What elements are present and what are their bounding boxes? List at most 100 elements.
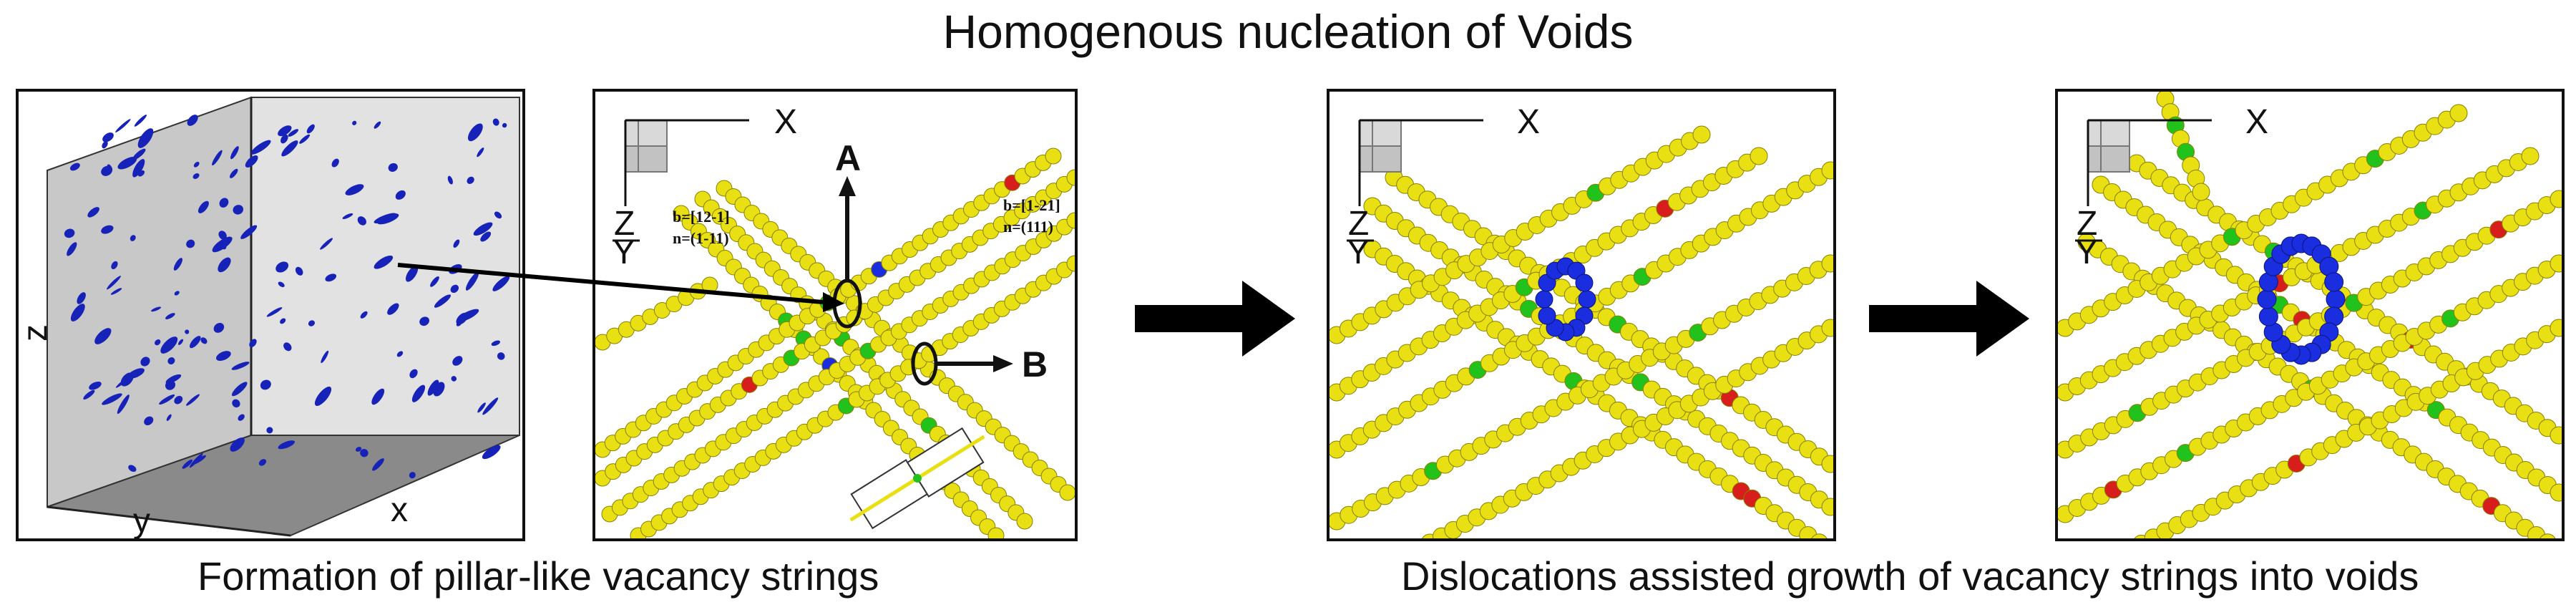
vacancy-cluster <box>117 394 130 415</box>
void-atom <box>2257 289 2277 309</box>
vacancy-cluster <box>94 328 112 344</box>
vacancy-cluster <box>213 323 225 333</box>
vacancy-cluster <box>185 329 190 334</box>
vacancy-cluster <box>140 357 150 367</box>
caption-right: Dislocations assisted growth of vacancy … <box>1401 553 2419 599</box>
vacancy-cluster <box>388 163 398 172</box>
vacancy-cluster <box>144 416 154 426</box>
vacancy-cluster <box>107 164 113 173</box>
vacancy-cluster <box>447 175 453 185</box>
atom <box>1059 484 1075 501</box>
axis-z-label: Z <box>1348 205 1369 243</box>
vacancy-cluster <box>190 336 201 349</box>
vacancy-cluster <box>374 121 381 129</box>
vacancy-cluster <box>240 225 258 239</box>
vacancy-cluster <box>453 239 460 248</box>
vacancy-cluster <box>110 288 122 295</box>
vacancy-cluster <box>260 379 271 390</box>
vacancy-cluster <box>396 351 404 357</box>
atom <box>1750 147 1768 165</box>
vacancy-cluster <box>278 440 296 450</box>
vacancy-cluster <box>173 258 182 271</box>
vacancy-cluster <box>216 351 231 361</box>
vacancy-cluster <box>280 134 288 144</box>
vacancy-cluster <box>280 318 286 324</box>
atom-chains <box>2058 92 2562 538</box>
vacancy-cluster <box>83 389 95 400</box>
vacancy-cluster <box>482 445 501 460</box>
vacancy-cluster <box>492 118 499 126</box>
vacancy-cluster <box>117 156 137 170</box>
vacancy-cluster <box>167 357 175 364</box>
vacancy-cluster <box>355 447 362 452</box>
vacancy-cluster <box>160 337 178 354</box>
vacancy-cluster <box>266 307 283 317</box>
vacancy-cluster <box>69 163 80 171</box>
vacancy-cluster <box>266 427 273 434</box>
vacancy-cluster <box>193 161 200 168</box>
void-atom <box>1535 290 1553 309</box>
vacancy-cluster <box>480 231 492 242</box>
vacancy-cluster <box>314 387 332 406</box>
marker-b-ellipse <box>911 342 938 386</box>
vacancy-cluster <box>452 356 463 366</box>
caption-left: Formation of pillar-like vacancy strings <box>197 553 879 599</box>
void-growth-panel-1: X Z Y <box>1327 89 1836 541</box>
vacancy-cluster <box>120 372 134 387</box>
vacancy-cluster <box>427 379 439 396</box>
vacancy-cluster <box>473 222 493 236</box>
vacancy-cluster <box>360 311 368 319</box>
vacancy-cluster <box>467 176 474 184</box>
vacancy-cluster <box>67 242 77 256</box>
void-atom <box>2324 272 2344 292</box>
atom <box>1821 498 1833 516</box>
vacancy-cluster <box>411 384 426 402</box>
vacancy-cluster <box>299 134 311 144</box>
atomistic-snapshot-1: X Z Y b=[12-1] n=(1-11) b=[1-21] n=(111)… <box>595 103 1075 538</box>
vacancy-cluster <box>70 304 85 321</box>
vacancy-cluster <box>130 235 136 241</box>
vacancy-cluster <box>101 225 114 234</box>
vacancy-cluster <box>494 211 502 219</box>
label-a: A <box>835 138 861 178</box>
vacancy-cluster <box>233 205 244 215</box>
vacancy-cluster <box>165 374 182 384</box>
vacancy-cluster <box>331 158 339 168</box>
vacancy-cluster <box>200 337 208 344</box>
vacancy-cluster <box>409 472 416 479</box>
atom <box>2550 483 2562 502</box>
atom <box>1066 255 1075 272</box>
vacancy-cluster <box>491 340 500 347</box>
axis-z-label: Z <box>614 205 635 243</box>
axis-z-label: Z <box>2077 205 2097 243</box>
vacancy-cluster <box>320 238 333 250</box>
atom <box>701 276 718 294</box>
vacancy-cluster <box>283 342 292 352</box>
label-b: B <box>1022 344 1048 384</box>
vacancy-cluster <box>230 168 238 178</box>
vacancy-cluster <box>342 213 353 219</box>
vacancy-cluster <box>178 339 184 345</box>
vacancy-cluster <box>182 459 193 469</box>
atomistic-snapshot-2: X Z Y <box>1330 103 1833 538</box>
vacancy-cluster <box>189 452 203 468</box>
progression-arrow-1 <box>1135 281 1295 357</box>
vacancy-cluster <box>482 397 499 415</box>
vacancy-cluster <box>102 141 108 149</box>
vacancy-cluster <box>409 369 418 379</box>
progression-arrow-2 <box>1869 281 2029 357</box>
atom <box>1066 169 1075 186</box>
vacancy-cluster <box>159 394 175 405</box>
atom <box>2192 183 2210 201</box>
axis-x-label: X <box>1517 103 1540 141</box>
vacancy-cluster <box>128 465 137 473</box>
vacancy-cluster <box>502 122 507 128</box>
atom <box>1821 319 1833 337</box>
vacancy-cluster <box>371 388 385 405</box>
vacancy-cluster <box>64 228 75 238</box>
vacancy-cluster <box>219 198 229 208</box>
atom <box>987 527 1005 538</box>
axis-z-label: z <box>19 324 54 342</box>
vacancy-cluster <box>230 437 245 452</box>
vacancy-cluster <box>374 255 394 269</box>
